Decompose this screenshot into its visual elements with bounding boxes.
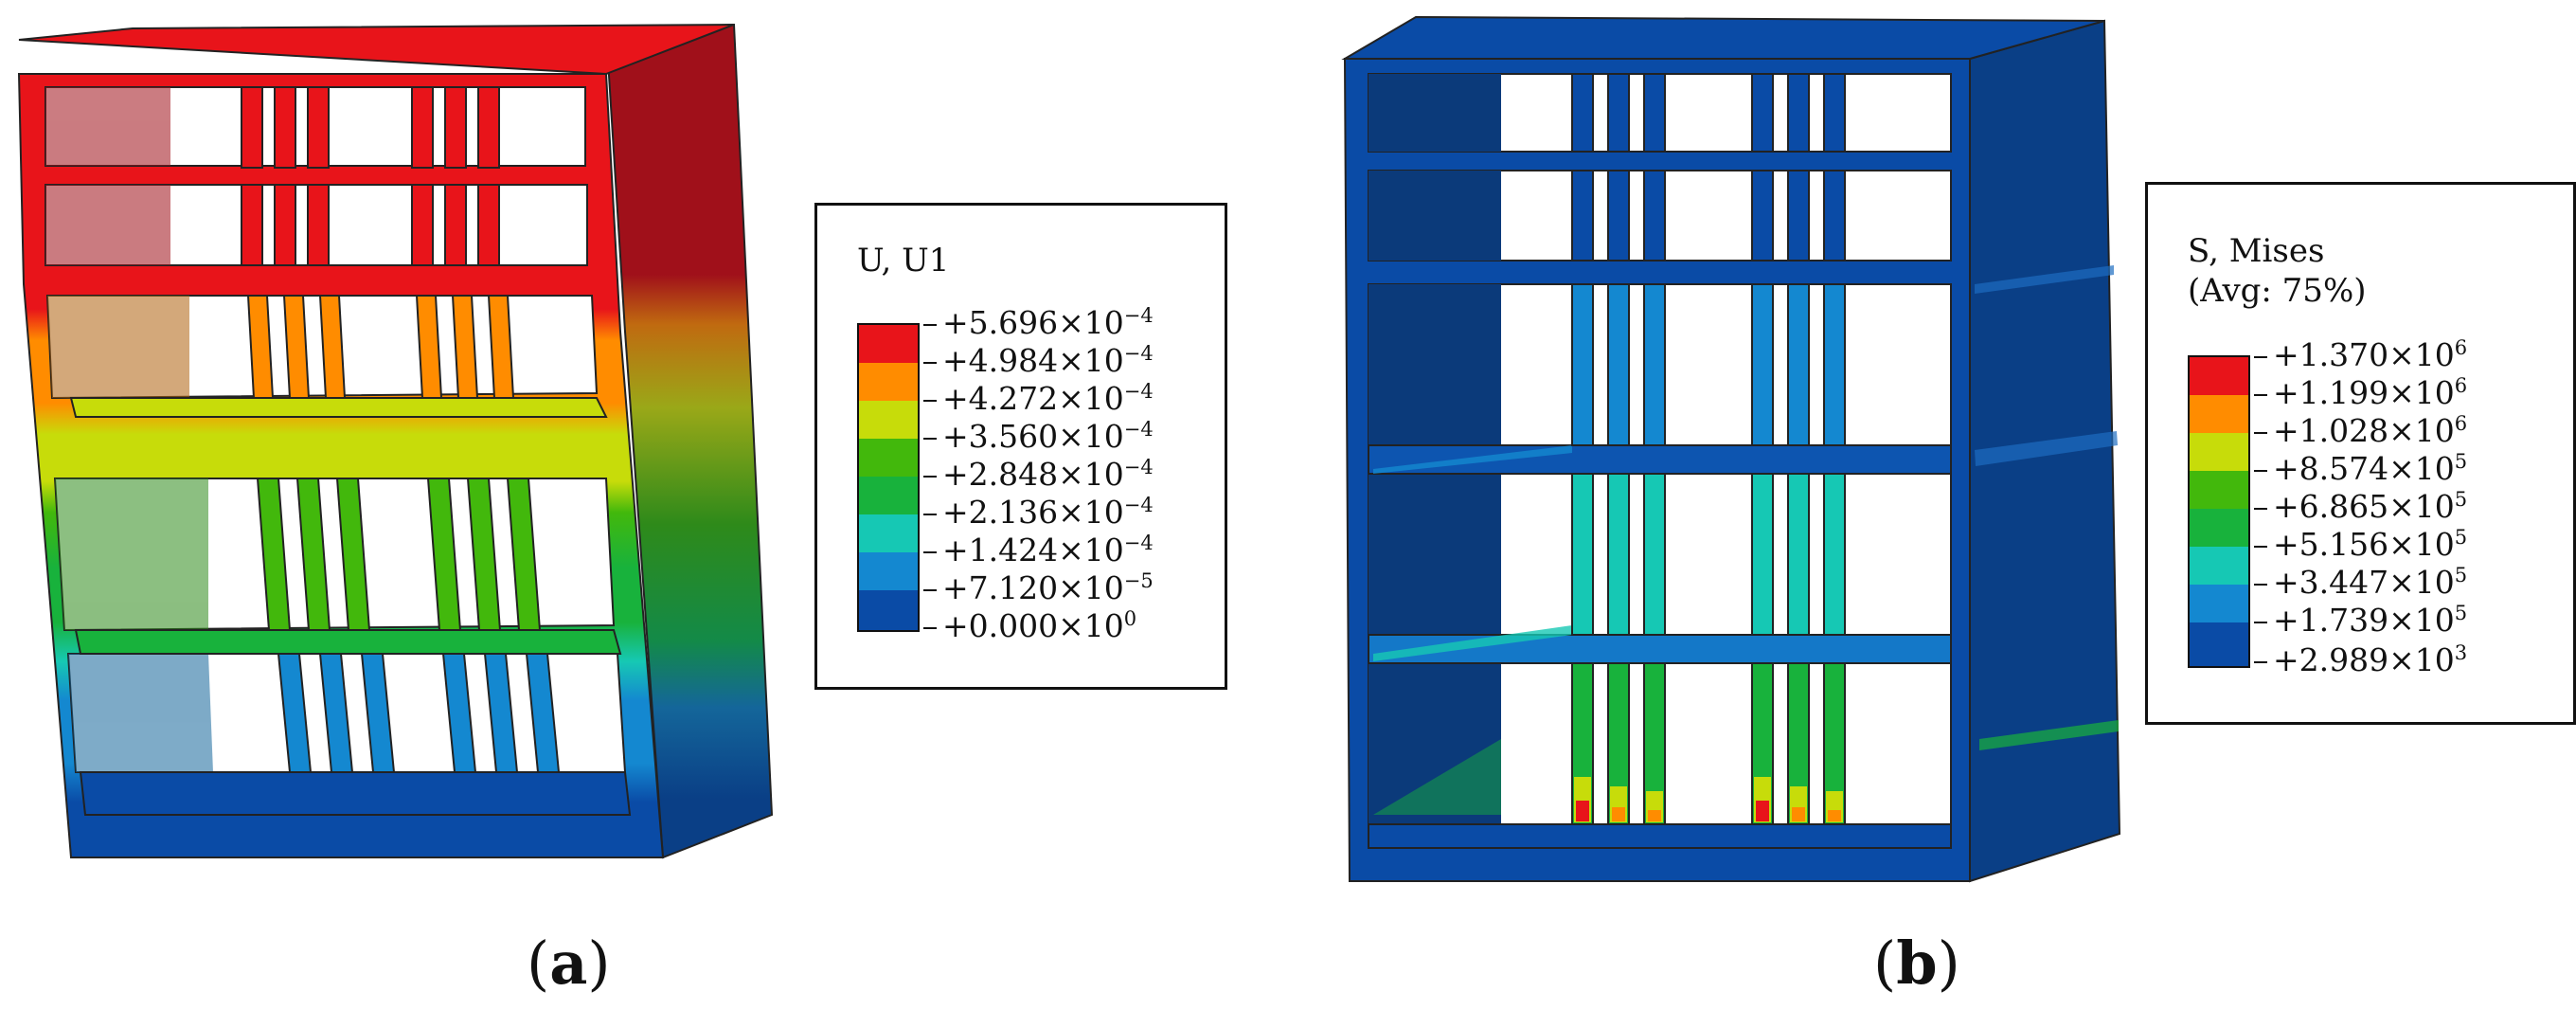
legend-level: +2.848×10−4	[923, 456, 1154, 494]
upper-walls	[1571, 73, 1846, 262]
legend-title: U, U1	[857, 242, 950, 280]
band-7	[2190, 585, 2248, 622]
legend-level: +3.560×10−4	[923, 418, 1154, 456]
legend-color-bands	[2188, 355, 2250, 668]
band-6	[2190, 547, 2248, 585]
band-4	[2190, 471, 2248, 509]
legend-subtitle: (Avg: 75%)	[2188, 272, 2367, 310]
legend-level: +6.865×105	[2254, 488, 2467, 526]
band-8	[859, 590, 918, 630]
band-2	[2190, 395, 2248, 433]
legend-level: +8.574×105	[2254, 450, 2467, 488]
floor-slabs	[69, 397, 632, 816]
band-8	[2190, 622, 2248, 666]
band-6	[859, 514, 918, 552]
legend-title: S, Mises	[2188, 232, 2325, 270]
displacement-contour-model	[17, 23, 774, 859]
stress-concentrations	[1574, 777, 1843, 822]
mises-stress-contour-model	[1341, 15, 2121, 883]
displacement-legend: U, U1 +5.696×10−4 +4.984×10−4 +4.272×10−…	[814, 203, 1227, 690]
band-5	[2190, 509, 2248, 547]
legend-level: +1.028×106	[2254, 412, 2467, 450]
band-3	[2190, 433, 2248, 471]
slab-stress-patches	[1373, 445, 1572, 815]
band-1	[2190, 357, 2248, 395]
legend-level: +5.696×10−4	[923, 304, 1154, 342]
legend-level: +1.199×106	[2254, 374, 2467, 412]
legend-level: +1.424×10−4	[923, 532, 1154, 569]
inner-shading	[1368, 74, 1501, 824]
frame-top-face	[18, 24, 735, 76]
legend-level: +5.156×105	[2254, 526, 2467, 564]
band-1	[859, 325, 918, 363]
legend-level: +0.000×100	[923, 607, 1136, 645]
legend-level: +4.272×10−4	[923, 380, 1154, 418]
legend-level: +2.989×103	[2254, 641, 2467, 679]
band-4	[859, 439, 918, 477]
shear-walls	[241, 86, 561, 773]
inner-shading	[45, 87, 213, 772]
frame-top-face	[1341, 15, 2105, 60]
side-face-stress-bands	[1975, 265, 2119, 750]
band-5	[859, 477, 918, 514]
panel-a-displacement: U, U1 +5.696×10−4 +4.984×10−4 +4.272×10−…	[0, 0, 1288, 1028]
legend-level: +7.120×10−5	[923, 569, 1154, 607]
band-2	[859, 363, 918, 401]
legend-level: +2.136×10−4	[923, 494, 1154, 532]
legend-level: +1.739×105	[2254, 602, 2467, 640]
caption-a: (a)	[527, 929, 611, 998]
lower-walls	[1571, 283, 1846, 825]
mises-stress-legend: S, Mises (Avg: 75%) +1.370×106 +1.199×10…	[2145, 182, 2576, 725]
caption-b: (b)	[1873, 929, 1960, 998]
legend-level: +1.370×106	[2254, 336, 2467, 374]
legend-color-bands	[857, 323, 920, 632]
panel-b-mises-stress: S, Mises (Avg: 75%) +1.370×106 +1.199×10…	[1288, 0, 2576, 1028]
legend-level: +3.447×105	[2254, 564, 2467, 602]
band-7	[859, 552, 918, 590]
band-3	[859, 401, 918, 439]
legend-level: +4.984×10−4	[923, 342, 1154, 380]
